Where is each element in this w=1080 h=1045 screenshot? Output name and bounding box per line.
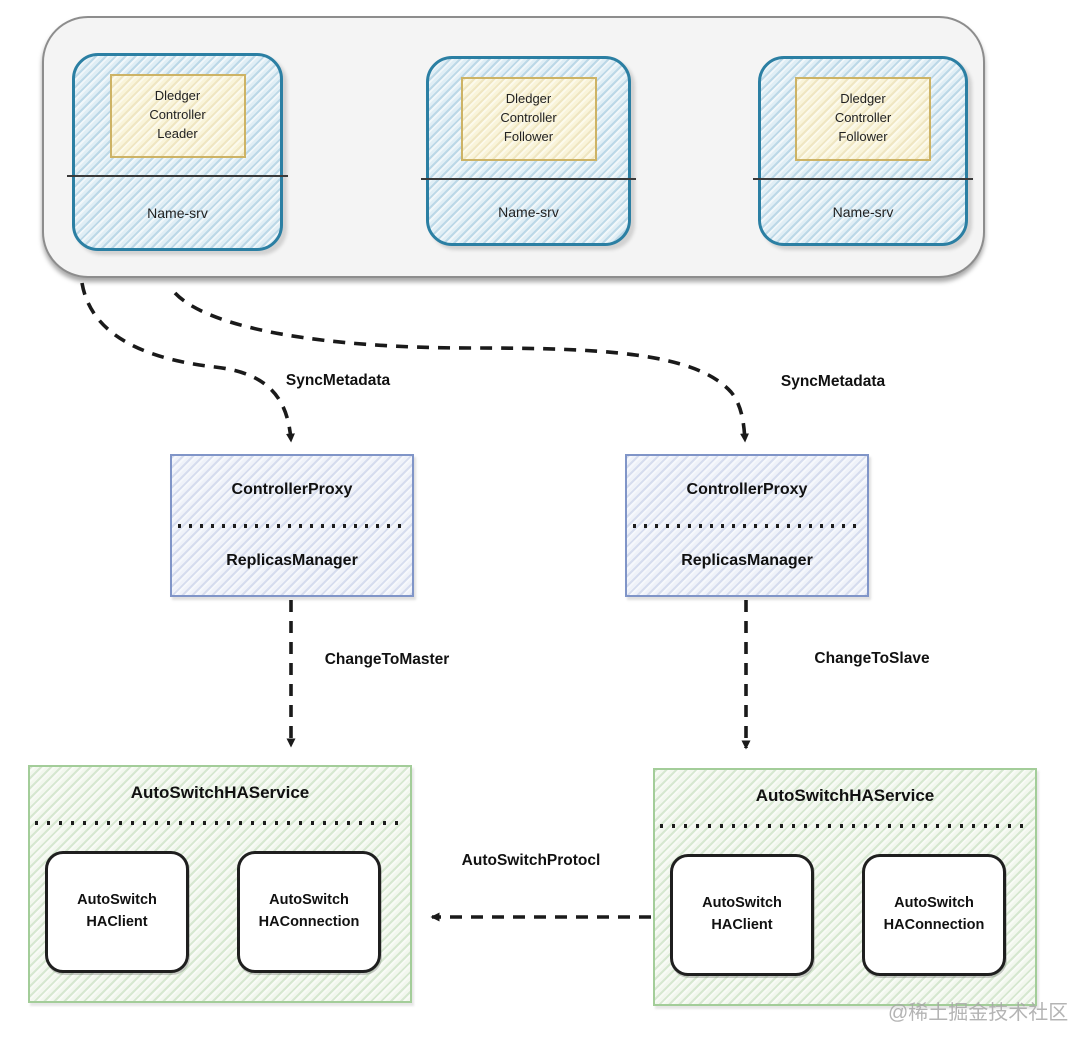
watermark: @稀土掘金技术社区 xyxy=(888,1002,1069,1024)
dotted-divider xyxy=(633,523,861,528)
sync-metadata-arrow-left xyxy=(80,282,295,443)
auto-switch-protocol-label: AutoSwitchProtocl xyxy=(461,852,601,869)
name-srv-node-follower-2: Dledger Controller Follower Name-srv xyxy=(753,56,973,246)
replicas-manager-label: ReplicasManager xyxy=(681,552,813,570)
auto-switch-ha-client-box: AutoSwitch HAClient xyxy=(670,854,814,976)
dotted-divider xyxy=(35,821,405,825)
name-srv-label: Name-srv xyxy=(147,204,208,221)
auto-switch-ha-service-box-right: AutoSwitchHAService AutoSwitch HAClient … xyxy=(653,768,1037,1006)
auto-switch-ha-client-box: AutoSwitch HAClient xyxy=(45,851,189,973)
name-srv-label: Name-srv xyxy=(832,203,894,220)
dotted-divider xyxy=(178,523,406,528)
dledger-controller-follower-badge: Dledger Controller Follower xyxy=(460,76,597,161)
change-to-slave-label: ChangeToSlave xyxy=(814,650,930,667)
name-srv-node-follower-1: Dledger Controller Follower Name-srv xyxy=(421,56,636,246)
change-to-master-label: ChangeToMaster xyxy=(324,651,450,668)
dotted-divider xyxy=(660,824,1030,828)
auto-switch-ha-service-title: AutoSwitchHAService xyxy=(130,783,310,802)
controller-proxy-box-left: ControllerProxy ReplicasManager xyxy=(170,454,414,597)
node-divider xyxy=(421,178,636,180)
node-badge-area: Dledger Controller Follower xyxy=(429,59,628,178)
dledger-controller-leader-badge: Dledger Controller Leader xyxy=(109,73,246,158)
name-srv-cluster-container: Dledger Controller Leader Name-srv Dledg… xyxy=(42,16,985,278)
controller-proxy-box-right: ControllerProxy ReplicasManager xyxy=(625,454,869,597)
auto-switch-ha-service-box-left: AutoSwitchHAService AutoSwitch HAClient … xyxy=(28,765,412,1003)
name-srv-label: Name-srv xyxy=(498,203,559,220)
replicas-manager-label: ReplicasManager xyxy=(226,552,358,570)
sync-metadata-arrow-right xyxy=(173,291,750,443)
node-badge-area: Dledger Controller Follower xyxy=(761,59,965,178)
auto-switch-ha-connection-box: AutoSwitch HAConnection xyxy=(862,854,1006,976)
auto-switch-ha-service-title: AutoSwitchHAService xyxy=(755,786,935,805)
controller-proxy-label: ControllerProxy xyxy=(231,480,353,498)
node-divider xyxy=(753,178,973,180)
dledger-controller-follower-badge: Dledger Controller Follower xyxy=(795,76,931,161)
sync-metadata-label-right: SyncMetadata xyxy=(780,373,886,390)
node-divider xyxy=(67,175,288,177)
node-badge-area: Dledger Controller Leader xyxy=(75,56,280,175)
auto-switch-ha-connection-box: AutoSwitch HAConnection xyxy=(237,851,381,973)
name-srv-node-leader: Dledger Controller Leader Name-srv xyxy=(67,53,288,251)
controller-proxy-label: ControllerProxy xyxy=(686,480,808,498)
sync-metadata-label-left: SyncMetadata xyxy=(285,372,391,389)
